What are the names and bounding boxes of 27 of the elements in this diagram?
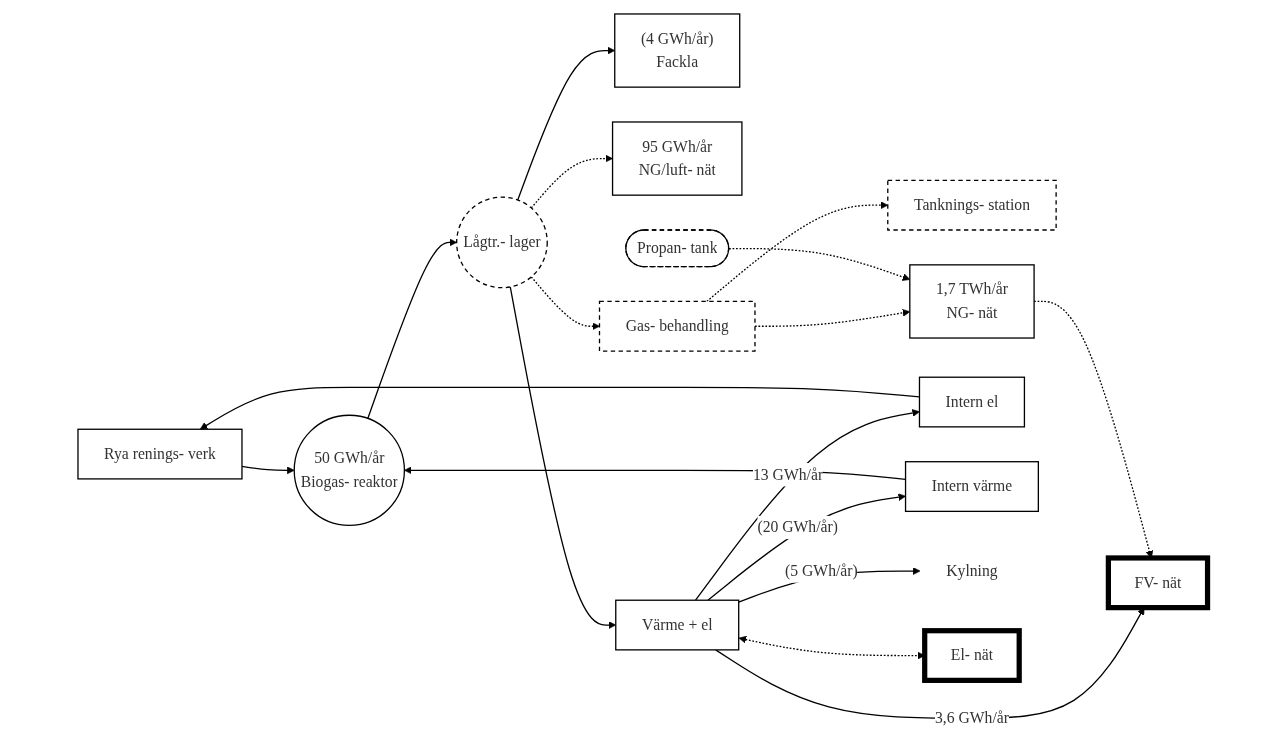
edge-label: (5 GWh/år) [784,561,858,580]
node-box: (4 GWh/år) Fackla [613,13,741,88]
node-box: Värme + el [614,599,740,651]
arrow [530,154,613,209]
arrow [199,386,920,430]
edge-label: (20 GWh/år) [757,518,838,536]
arrow [509,286,616,629]
arrow [516,46,615,201]
node-box: El- nät [921,628,1022,683]
node-text: Kylning [945,561,998,580]
node-box: FV- nät [1105,555,1210,611]
arrow [706,493,906,601]
node-box: 1,7 TWh/år NG- nät [908,264,1035,339]
node-box: 95 GWh/år NG/luft- nät [611,121,743,196]
node-box: Gas- behandling [598,300,756,352]
node-box: Intern el [918,376,1025,428]
edge-label: 13 GWh/år [752,465,823,484]
node-circle: 50 GWh/år Biogas- reaktor [293,414,405,527]
arrow [366,238,457,420]
node-box: Intern värme [904,461,1039,513]
arrow [530,276,600,331]
node-box: Tanknings- station [886,179,1057,231]
node-box: Rya renings- verk [77,428,243,480]
arrow [705,201,888,303]
edge-label: 3,6 GWh/år [934,709,1009,727]
arrow [241,465,295,475]
node-circle: Lågtr.- lager [455,196,548,289]
